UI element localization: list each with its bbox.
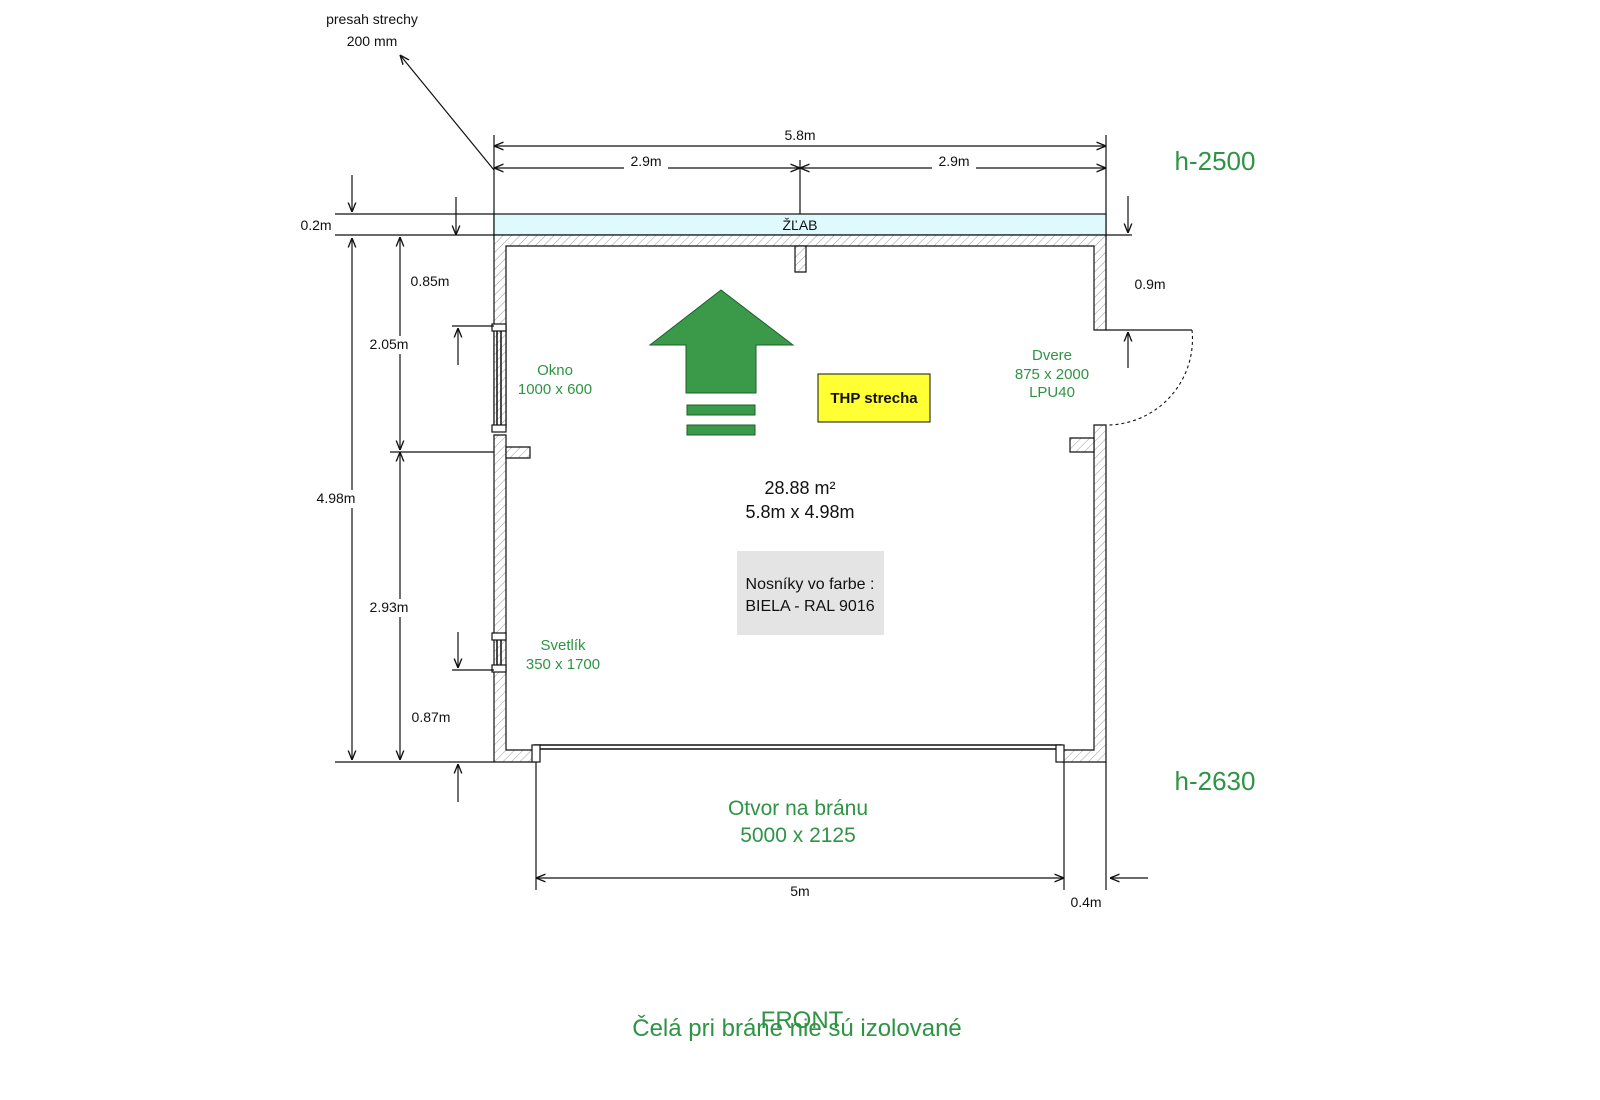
walls: [493, 234, 1107, 763]
roof-type-label: THP strecha: [830, 390, 918, 407]
roof-type-badge: THP strecha: [817, 373, 931, 423]
wall-stub-left: [505, 446, 531, 459]
roof-slope-arrow-icon: [648, 289, 795, 436]
right-top-dim-label: 0.9m: [1134, 276, 1165, 292]
left-upper-label: 2.05m: [370, 336, 409, 352]
window-name-label: Okno: [537, 362, 573, 379]
overhang-label-line2: 200 mm: [347, 33, 398, 49]
door-type-label: LPU40: [1029, 384, 1075, 401]
gutter: ŽĽAB 0.2m: [300, 175, 1132, 236]
area-dimensions: 5.8m x 4.98m: [745, 502, 854, 522]
beam-note-line1: Nosníky vo farbe :: [746, 576, 875, 593]
gate-width-label: 5m: [790, 883, 809, 899]
left-wall-openings: [491, 323, 507, 673]
overhang-label-line1: presah strechy: [326, 11, 418, 27]
beam-color-note: Nosníky vo farbe : BIELA - RAL 9016: [737, 551, 884, 635]
gutter-depth-label: 0.2m: [300, 217, 331, 233]
wall-window-section: [493, 325, 507, 429]
wall-stub-right: [1069, 437, 1095, 453]
wall-left-lower: [493, 434, 535, 763]
skylight-size-label: 350 x 1700: [526, 656, 600, 673]
left-bottom-label: 0.87m: [412, 709, 451, 725]
top-dimensions: 5.8m 2.9m 2.9m: [493, 126, 1107, 240]
gate-right-dim-label: 0.4m: [1070, 894, 1101, 910]
door-size-label: 875 x 2000: [1015, 366, 1089, 383]
gate-size-label: 5000 x 2125: [740, 824, 856, 847]
gate: 5m 0.4m Otvor na bránu 5000 x 2125: [531, 744, 1148, 910]
insulation-note: Čelá pri bráne nie sú izolované: [632, 1014, 962, 1042]
left-top-label: 0.85m: [411, 273, 450, 289]
beam-note-line2: BIELA - RAL 9016: [745, 598, 874, 615]
total-width-label: 5.8m: [784, 127, 815, 143]
overhang-annotation: presah strechy 200 mm: [326, 11, 495, 171]
front-label: FRONT: [761, 1007, 844, 1034]
back-height-label: h-2500: [1175, 146, 1256, 176]
gutter-label: ŽĽAB: [782, 217, 817, 233]
area-value: 28.88 m²: [764, 478, 835, 498]
wall-right-lower: [1061, 424, 1107, 763]
window-size-label: 1000 x 600: [518, 381, 592, 398]
door-name-label: Dvere: [1032, 347, 1072, 364]
skylight-name-label: Svetlík: [540, 637, 586, 654]
wall-stub-top: [794, 245, 807, 273]
gate-name-label: Otvor na bránu: [728, 797, 868, 820]
left-dimensions: 4.98m 2.05m 2.93m 0.85m 0.87m: [312, 237, 494, 802]
door-swing: 0.9m: [1105, 276, 1194, 426]
half-left-label: 2.9m: [630, 153, 661, 169]
half-right-label: 2.9m: [938, 153, 969, 169]
front-height-label: h-2630: [1175, 766, 1256, 796]
overhang-leader-line: [400, 55, 495, 171]
left-lower-label: 2.93m: [370, 599, 409, 615]
depth-total-label: 4.98m: [317, 490, 356, 506]
